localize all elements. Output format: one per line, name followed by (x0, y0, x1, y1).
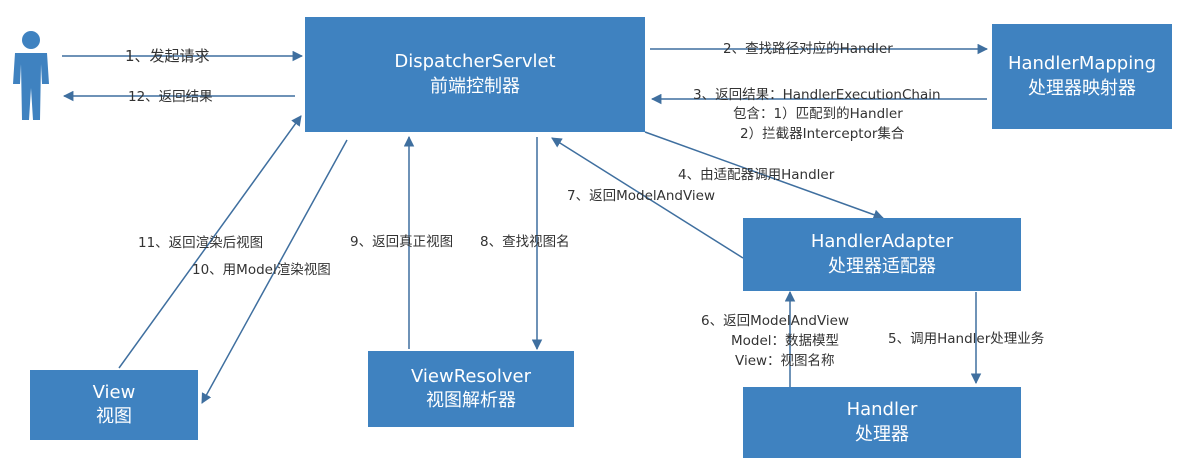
step-11-label: 11、返回渲染后视图 (138, 235, 264, 251)
step-10-label: 10、用Model渲染视图 (192, 262, 331, 278)
step-6-label-line1: 6、返回ModelAndView (701, 313, 850, 329)
handler-adapter-box: HandlerAdapter 处理器适配器 (743, 218, 1021, 291)
handler-mapping-box: HandlerMapping 处理器映射器 (992, 24, 1172, 129)
handler-mapping-title: HandlerMapping (1007, 53, 1157, 75)
step-9-label: 9、返回真正视图 (350, 234, 454, 250)
step-3-label-line3: 2）拦截器Interceptor集合 (740, 126, 905, 142)
handler-subtitle: 处理器 (855, 423, 909, 445)
handler-adapter-title: HandlerAdapter (810, 231, 954, 253)
step-5-label: 5、调用Handler处理业务 (888, 331, 1045, 347)
handler-adapter-subtitle: 处理器适配器 (828, 255, 936, 277)
step-1-label: 1、发起请求 (125, 47, 210, 65)
arrow-11-return-rendered (118, 115, 302, 369)
arrow-10-render (201, 139, 348, 404)
step-3-label-line1: 3、返回结果：HandlerExecutionChain (693, 87, 941, 103)
step-4-label: 4、由适配器调用Handler (678, 167, 835, 183)
arrow-7-return-mav (551, 137, 744, 259)
view-title: View (92, 381, 136, 403)
handler-box: Handler 处理器 (743, 387, 1021, 458)
step-3-label-line2: 包含：1）匹配到的Handler (733, 106, 903, 122)
view-subtitle: 视图 (96, 406, 132, 427)
step-6-label-line3: View：视图名称 (735, 353, 835, 369)
view-resolver-box: ViewResolver 视图解析器 (368, 351, 574, 427)
arrow-4-adapter-invoke (644, 131, 884, 220)
dispatcher-servlet-title: DispatcherServlet (394, 51, 556, 73)
view-box: View 视图 (30, 370, 198, 440)
step-12-label: 12、返回结果 (128, 89, 213, 105)
handler-mapping-subtitle: 处理器映射器 (1028, 77, 1136, 99)
step-7-label: 7、返回ModelAndView (567, 188, 716, 204)
dispatcher-servlet-box: DispatcherServlet 前端控制器 (305, 17, 645, 132)
handler-title: Handler (846, 399, 918, 421)
view-resolver-subtitle: 视图解析器 (426, 390, 516, 411)
view-resolver-title: ViewResolver (410, 365, 531, 387)
step-2-label: 2、查找路径对应的Handler (723, 41, 893, 57)
user-icon (13, 31, 49, 120)
dispatcher-servlet-subtitle: 前端控制器 (430, 75, 520, 97)
step-8-label: 8、查找视图名 (480, 234, 570, 250)
step-6-label-line2: Model：数据模型 (731, 333, 840, 349)
